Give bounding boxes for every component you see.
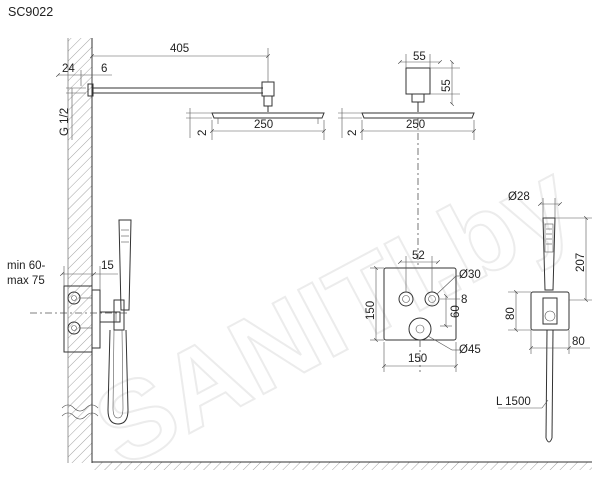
label-holder-width: 80 [572, 336, 585, 348]
dimension-hose-length: L 1500 [496, 396, 549, 409]
dimension-plate-height: 150 [365, 265, 384, 343]
connector-front [405, 67, 431, 112]
dimension-connector-width: 55 [397, 51, 443, 68]
dimension-head-left: 2 250 [186, 108, 327, 140]
label-arm-length: 405 [170, 43, 189, 55]
dimension-holder-width: 80 [528, 330, 590, 354]
label-install-depth-line2: max 75 [7, 275, 45, 287]
dimension-install-depth: min 60- max 75 15 [7, 260, 118, 290]
dimension-plate-width: 150 [381, 342, 459, 372]
label-holder-depth: 15 [101, 260, 114, 272]
label-connector-width: 55 [413, 51, 426, 63]
label-button-spacing: 52 [412, 250, 425, 262]
label-head-width-right: 250 [406, 119, 425, 131]
dimension-handshower-height: 207 [555, 215, 592, 303]
dimension-button-spacing: 52 [397, 250, 441, 292]
dimension-button-diameter: Ø30 [436, 269, 481, 295]
dimension-thread: G 1/2 [59, 87, 86, 140]
label-thread: G 1/2 [59, 108, 71, 136]
label-hose-length: L 1500 [496, 396, 531, 408]
dimension-wall-offset: 24 6 [55, 63, 112, 86]
label-head-thickness-left: 2 [197, 130, 209, 136]
shower-arm-side [87, 81, 275, 112]
dimension-connector-height: 55 [430, 59, 460, 107]
dimension-knob-diameter: Ø45 [427, 335, 481, 356]
dimension-arm-length: 405 [89, 43, 271, 84]
label-button-height: 60 [450, 305, 462, 318]
mixer-side-view [63, 219, 132, 425]
dimension-holder-height: 80 [505, 289, 531, 333]
label-head-thickness-right: 2 [347, 130, 359, 136]
dimension-head-right: 2 250 [338, 108, 477, 140]
label-connector-height: 55 [441, 79, 453, 92]
hand-shower-front [530, 217, 570, 443]
dimension-button-offset: 8 [440, 294, 467, 306]
label-knob-diameter: Ø45 [459, 344, 481, 356]
label-install-depth-line1: min 60- [7, 260, 46, 272]
dimension-handshower-diameter: Ø28 [508, 191, 563, 218]
label-head-width-left: 250 [254, 119, 273, 131]
shower-head-front [361, 112, 475, 119]
label-plate-height: 150 [365, 301, 377, 320]
label-handshower-height: 207 [575, 253, 587, 272]
label-holder-height: 80 [505, 307, 517, 320]
label-plate-width: 150 [408, 353, 427, 365]
dimension-button-height: 60 [440, 293, 462, 329]
shower-head-side-left [211, 112, 325, 124]
label-button-offset: 8 [461, 294, 467, 306]
drawing-title: SC9022 [8, 5, 53, 19]
label-handshower-diameter: Ø28 [508, 191, 530, 203]
label-flange: 6 [101, 63, 107, 75]
label-button-diameter: Ø30 [459, 269, 481, 281]
label-wall-offset: 24 [62, 63, 75, 75]
